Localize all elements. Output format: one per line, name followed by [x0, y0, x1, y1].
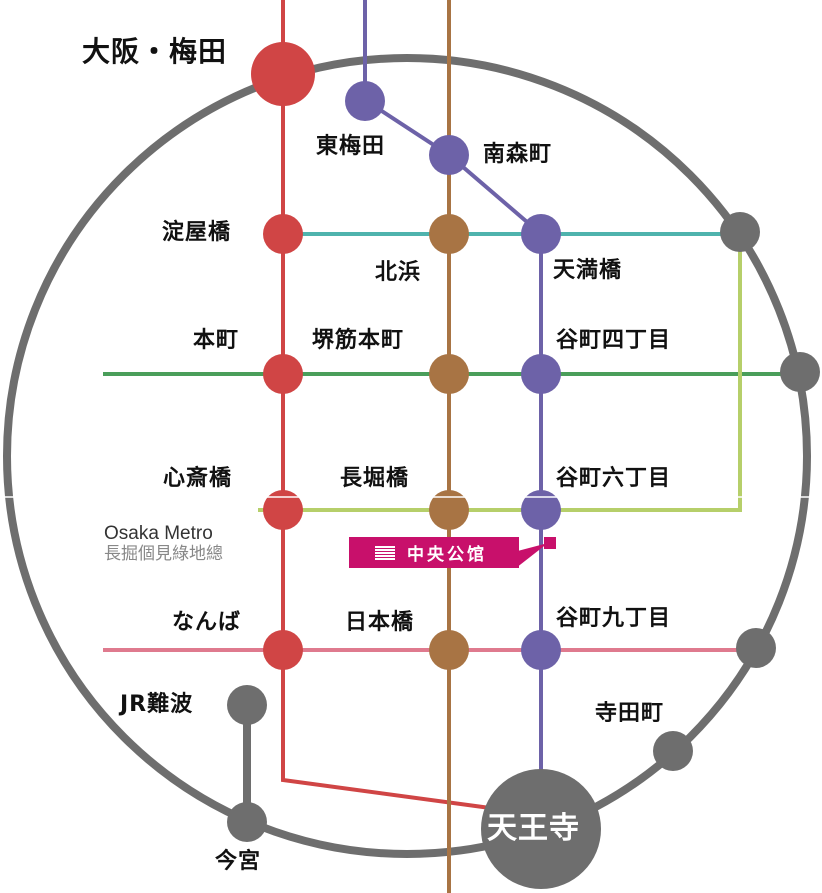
label-teradacho: 寺田町 — [595, 701, 665, 726]
label-kitahama: 北浜 — [375, 260, 422, 285]
station-namba[interactable] — [263, 630, 303, 670]
station-temmabashi[interactable] — [521, 214, 561, 254]
property-callout[interactable]: 中央公馆 — [349, 537, 519, 568]
callout-tail — [510, 543, 548, 568]
station-tanimachi4[interactable] — [521, 354, 561, 394]
label-shinsaibashi: 心斎橋 — [163, 466, 233, 491]
label-tanimachi4: 谷町四丁目 — [556, 328, 672, 353]
midosuji-line — [281, 0, 506, 812]
label-jr-namba: JR難波 — [120, 692, 194, 717]
label-sakaisuji-hommachi: 堺筋本町 — [312, 328, 405, 353]
building-icon — [375, 545, 395, 560]
nagahori-line — [258, 234, 742, 512]
label-minamimorimachi: 南森町 — [483, 142, 553, 167]
station-sakaisuji-hommachi[interactable] — [429, 354, 469, 394]
station-yodoyabashi[interactable] — [263, 214, 303, 254]
station-tanimachi6[interactable] — [521, 490, 561, 530]
label-namba: なんば — [172, 610, 242, 635]
station-shinsaibashi[interactable] — [263, 490, 303, 530]
label-tennoji: 天王寺 — [487, 811, 580, 846]
label-nipponbashi: 日本橋 — [345, 610, 415, 635]
station-tennoji[interactable] — [481, 769, 601, 889]
station-kitahama[interactable] — [429, 214, 469, 254]
station-tsuruhashi[interactable] — [736, 628, 776, 668]
station-imamiya[interactable] — [227, 802, 267, 842]
label-umeda: 大阪・梅田 — [82, 35, 228, 68]
metro-note-line2: 長掘個見綠地總 — [104, 543, 223, 563]
label-tanimachi9: 谷町九丁目 — [556, 606, 672, 631]
station-kyobashi[interactable] — [720, 212, 760, 252]
label-tanimachi6: 谷町六丁目 — [556, 466, 672, 491]
station-nipponbashi[interactable] — [429, 630, 469, 670]
label-imamiya: 今宮 — [215, 849, 262, 874]
label-higashi-umeda: 東梅田 — [316, 134, 386, 159]
label-hommachi: 本町 — [193, 328, 240, 353]
osaka-loop-line — [3, 54, 811, 858]
label-temmabashi: 天満橋 — [553, 258, 623, 283]
label-nagahoribashi: 長堀橋 — [340, 466, 410, 491]
property-label: 中央公馆 — [407, 545, 487, 565]
station-minamimorimachi[interactable] — [429, 135, 469, 175]
station-hommachi[interactable] — [263, 354, 303, 394]
station-tanimachi9[interactable] — [521, 630, 561, 670]
metro-note-line1: Osaka Metro — [104, 523, 213, 544]
station-jr-namba[interactable] — [227, 685, 267, 725]
station-nagahoribashi[interactable] — [429, 490, 469, 530]
label-yodoyabashi: 淀屋橋 — [162, 220, 232, 245]
station-morinomiya[interactable] — [780, 352, 820, 392]
property-location-marker[interactable] — [544, 537, 556, 549]
station-higashi-umeda[interactable] — [345, 81, 385, 121]
station-umeda[interactable] — [251, 42, 315, 106]
metro-note: Osaka Metro 長掘個見綠地總 — [104, 523, 223, 564]
station-teradacho[interactable] — [653, 731, 693, 771]
